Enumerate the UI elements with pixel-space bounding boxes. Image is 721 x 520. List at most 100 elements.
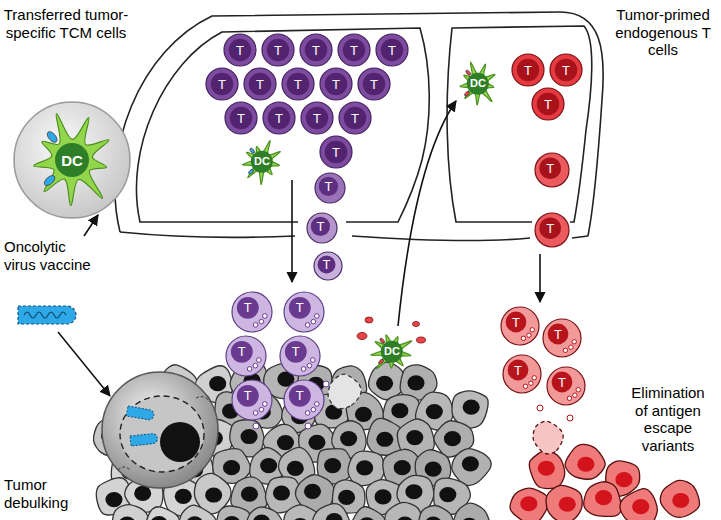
tumor-cell — [510, 488, 548, 520]
nucleus — [55, 143, 89, 177]
arrow — [84, 215, 98, 236]
nucleus — [396, 517, 413, 520]
granule — [257, 358, 262, 363]
t-cell: T — [231, 291, 273, 333]
t-cell: T — [319, 67, 353, 101]
cell-text: T — [558, 376, 566, 389]
nucleus — [287, 461, 304, 476]
cell-text: T — [312, 44, 320, 57]
nucleus — [237, 385, 259, 407]
nucleus — [253, 515, 270, 520]
t-cell: T — [300, 101, 334, 135]
cell-label: T — [323, 258, 331, 271]
granule — [523, 384, 527, 388]
cell-shape — [225, 335, 267, 377]
cell-label: T — [218, 78, 226, 91]
nucleus — [548, 324, 569, 345]
cell-text: T — [296, 301, 304, 314]
zoom-circle — [14, 102, 130, 218]
tumor-cell — [533, 421, 563, 454]
cell-label: T — [274, 44, 282, 57]
callout-label: Elimination of antigen escape variants — [626, 384, 710, 454]
nucleus — [467, 73, 489, 95]
cell-body — [535, 153, 569, 187]
cell-shape — [279, 335, 321, 377]
granule — [253, 363, 258, 368]
cell-text: T — [514, 364, 522, 377]
cell-label: T — [546, 162, 554, 175]
cell-label: DC — [254, 156, 270, 167]
nucleus — [552, 372, 573, 393]
cell-label: T — [544, 98, 552, 111]
cell-body — [280, 336, 320, 376]
cell-shape — [231, 291, 273, 333]
cell-text: T — [296, 389, 304, 402]
virus-shape — [130, 433, 158, 446]
cell-text: DC — [470, 78, 486, 89]
cell-text: T — [236, 44, 244, 57]
tumor-cell — [349, 507, 386, 520]
cell-label: T — [292, 345, 300, 358]
nucleus — [249, 73, 271, 95]
nucleus — [555, 59, 577, 81]
nucleus — [209, 376, 226, 391]
cell-body — [232, 292, 272, 332]
synapse-dot — [305, 423, 311, 429]
nucleus — [160, 422, 200, 462]
synapse-dot — [323, 381, 329, 387]
t-cell: T — [314, 172, 346, 204]
granule — [253, 323, 258, 328]
nucleus — [444, 431, 461, 446]
nucleus — [325, 141, 347, 163]
synapse-dots — [253, 381, 573, 429]
nucleus — [289, 385, 311, 407]
granule — [311, 319, 316, 324]
nucleus — [289, 297, 311, 319]
nucleus — [205, 487, 222, 502]
cell-body — [320, 136, 352, 168]
arrow — [291, 180, 293, 282]
dendrite-body — [460, 62, 495, 105]
cell-body — [358, 68, 390, 100]
antigen-fragment — [365, 317, 373, 323]
tumor-cell — [620, 489, 657, 520]
virus — [130, 433, 158, 446]
nucleus — [559, 497, 576, 512]
cell-label: T — [370, 78, 378, 91]
granule — [530, 328, 534, 332]
dendritic-cell: DC — [238, 138, 286, 186]
cell-body — [512, 54, 544, 86]
lymph-node-outline — [572, 236, 588, 238]
t-cell: T — [534, 212, 570, 248]
granule — [573, 393, 577, 397]
tumor-cell — [313, 504, 351, 520]
virus-genome — [24, 312, 66, 318]
cell-shape — [231, 379, 273, 421]
antigen-particle — [248, 169, 255, 175]
nucleus — [231, 341, 253, 363]
granule — [315, 402, 320, 407]
nucleus — [538, 461, 555, 476]
dendrite-body — [371, 335, 412, 369]
t-cell: T — [338, 101, 372, 135]
virus — [126, 406, 154, 421]
cell-body — [263, 102, 295, 134]
cell-body — [320, 68, 352, 100]
cell-body — [338, 34, 370, 66]
nucleus — [506, 312, 527, 333]
cell-body — [501, 307, 539, 345]
lymph-node-outline — [352, 236, 530, 241]
granule — [259, 319, 264, 324]
nucleus — [391, 403, 408, 418]
nucleus — [405, 484, 422, 499]
granule — [307, 363, 312, 368]
cell-body — [301, 102, 333, 134]
arrow — [58, 332, 110, 396]
nucleus — [363, 73, 385, 95]
cell-body — [226, 336, 266, 376]
arrow — [398, 101, 456, 326]
t-cell: T — [375, 33, 409, 67]
nucleus — [292, 518, 309, 520]
nucleus — [672, 493, 689, 508]
granule — [263, 402, 268, 407]
